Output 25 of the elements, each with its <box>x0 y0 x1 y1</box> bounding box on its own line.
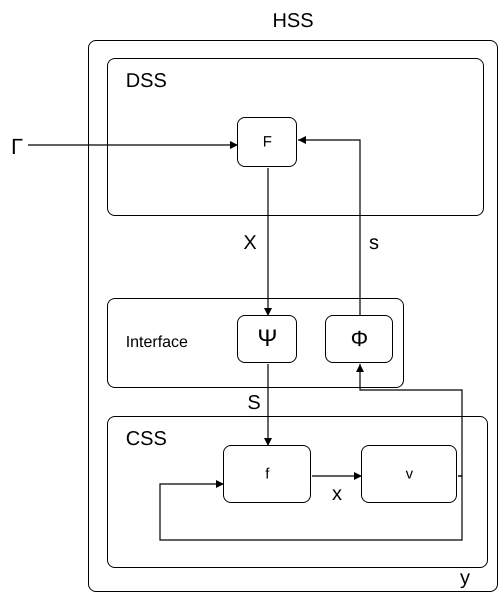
box-title: CSS <box>126 428 167 449</box>
block-symbol: f <box>265 466 270 482</box>
arrow <box>298 136 361 316</box>
block-box <box>237 117 298 168</box>
subsystem-box <box>106 58 484 216</box>
arrow <box>264 364 272 446</box>
block-box <box>361 445 458 504</box>
block-symbol: Ψ <box>257 327 278 352</box>
arrow <box>312 472 362 480</box>
block-symbol: Φ <box>350 328 368 350</box>
arrow <box>356 364 463 477</box>
arrow <box>264 168 272 316</box>
interface-box <box>106 298 404 388</box>
input-signal-label: Γ <box>6 134 28 160</box>
block-box <box>237 315 298 364</box>
box-title: Interface <box>126 334 188 351</box>
block-box <box>223 445 312 504</box>
box-title: DSS <box>126 70 167 91</box>
block-box <box>325 315 394 364</box>
arrow <box>159 475 463 541</box>
subsystem-box <box>106 416 488 568</box>
block-symbol: v <box>406 466 414 482</box>
box-title: HSS <box>272 11 314 31</box>
block-symbol: F <box>262 134 272 150</box>
arrow <box>28 141 238 149</box>
